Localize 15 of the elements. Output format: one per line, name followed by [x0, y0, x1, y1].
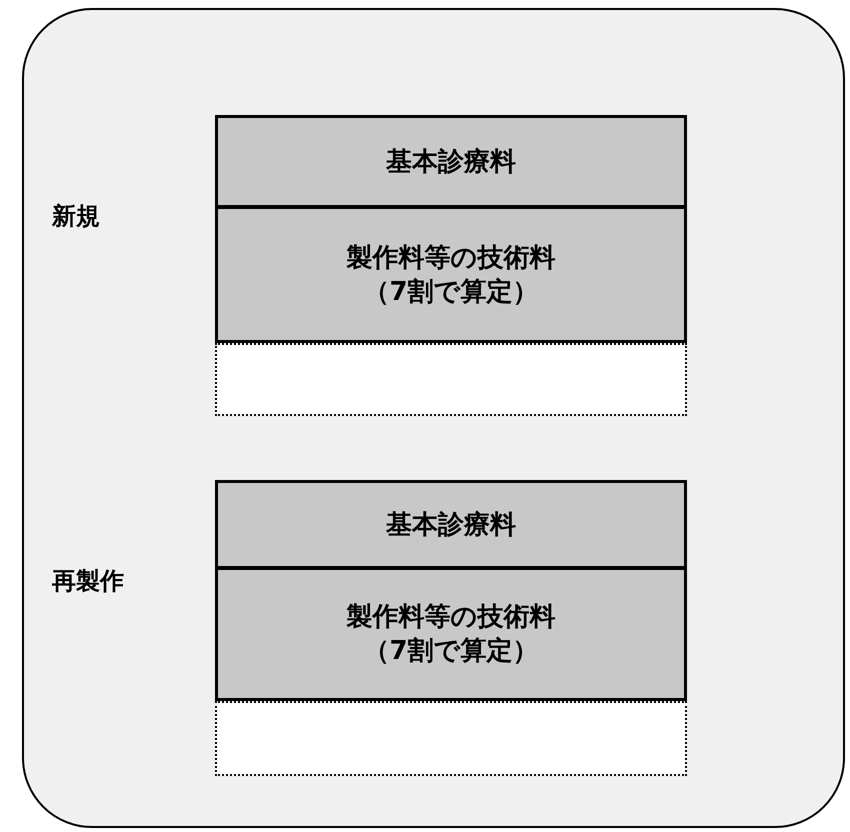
empty-block: [215, 343, 687, 416]
fee-text: 製作料等の技術料: [346, 601, 556, 634]
fee-block: [215, 480, 687, 569]
fee-text: （7割で算定）: [363, 276, 539, 308]
fee-text: 基本診療料: [386, 146, 516, 178]
fee-text: 基本診療料: [386, 508, 516, 542]
fee-text: （7割で算定）: [363, 635, 539, 668]
fee-block: [215, 567, 687, 701]
row-label: 新規: [52, 201, 100, 232]
fee-text: 製作料等の技術料: [346, 242, 556, 274]
fee-block: [215, 206, 687, 343]
rounded-panel: [22, 8, 845, 828]
empty-block: [215, 701, 687, 776]
row-label: 再製作: [52, 566, 124, 597]
fee-block: [215, 115, 687, 208]
